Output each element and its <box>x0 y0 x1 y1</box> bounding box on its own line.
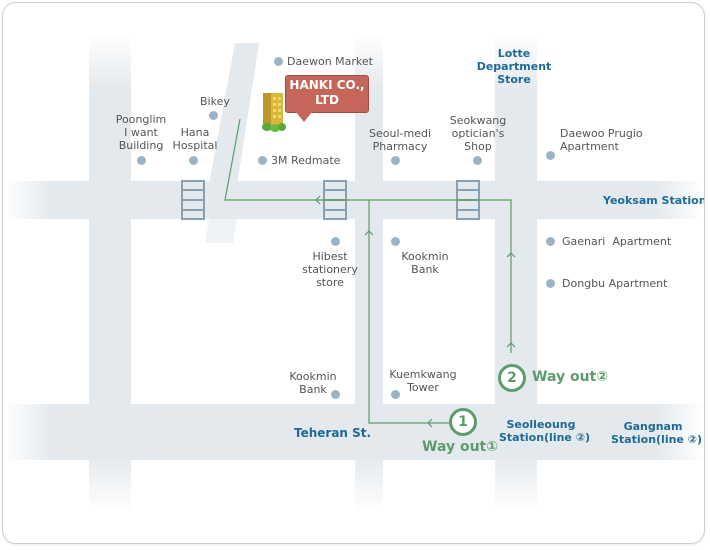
company-name-line2: LTD <box>315 93 339 107</box>
poi-dot-daewon-market <box>274 57 283 66</box>
label-lotte: Lotte Department Store <box>475 47 553 86</box>
road-diagonal <box>209 43 259 185</box>
label-poonglim: Poonglim I want Building <box>109 113 173 152</box>
label-kookmin-top-line1: Kookmin <box>401 250 449 263</box>
label-poonglim-line3: Building <box>118 139 164 152</box>
label-poonglim-line1: Poonglim <box>115 113 167 126</box>
label-seokwang-line2: optician's <box>451 127 505 140</box>
label-hibest: Hibest stationery store <box>295 250 365 289</box>
poi-dot-kookmin-top <box>391 237 400 246</box>
label-teheran-st: Teheran St. <box>294 426 372 440</box>
label-dongbu: Dongbu Apartment <box>562 277 668 290</box>
label-seoul-medi-line1: Seoul-medi <box>369 127 431 140</box>
label-kuemkwang-line2: Tower <box>407 381 439 394</box>
poi-dot-redmate <box>258 156 267 165</box>
label-kookmin-top: Kookmin Bank <box>395 250 455 276</box>
label-kookmin-bottom-line2: Bank <box>299 383 327 396</box>
poi-dot-poonglim <box>137 156 146 165</box>
company-callout: HANKI CO., LTD <box>285 75 369 122</box>
label-lotte-line2: Department <box>476 60 552 73</box>
label-daewoo-line1: Daewoo Prugio <box>560 127 643 140</box>
label-lotte-line1: Lotte <box>497 47 531 60</box>
label-way-out-1: Way out① <box>422 439 499 455</box>
poi-dot-dongbu <box>546 279 555 288</box>
poi-dot-gaenari <box>546 237 555 246</box>
exit-2-marker: 2 <box>498 364 526 392</box>
label-bikey: Bikey <box>200 95 230 108</box>
label-hibest-line1: Hibest <box>312 250 348 263</box>
poi-dot-hana <box>189 156 198 165</box>
route-exit1 <box>368 200 451 424</box>
label-gaenari: Gaenari Apartment <box>562 235 672 248</box>
poi-dot-hibest <box>331 237 340 246</box>
poi-dot-seoul-medi <box>391 156 400 165</box>
label-daewon-market: Daewon Market <box>287 55 373 68</box>
label-gangnam-line1: Gangnam <box>623 420 683 433</box>
label-redmate: 3M Redmate <box>271 154 341 167</box>
label-kuemkwang: Kuemkwang Tower <box>385 368 461 394</box>
poi-dot-daewoo <box>546 151 555 160</box>
label-hana: Hana Hospital <box>167 126 223 152</box>
label-seolleoung-station: Seolleoung Station(line ②) <box>499 418 591 444</box>
label-lotte-line3: Store <box>497 73 531 86</box>
label-poonglim-line2: I want <box>124 126 158 139</box>
label-seolleoung-line1: Seolleoung <box>506 418 576 431</box>
poi-dot-bikey <box>209 111 218 120</box>
label-daewoo: Daewoo Prugio Apartment <box>560 127 643 153</box>
label-gangnam-station: Gangnam Station(line ②) <box>611 420 703 446</box>
label-daewoo-line2: Apartment <box>560 140 619 153</box>
label-yeoksam-station: Yeoksam Station <box>603 194 705 207</box>
route-main <box>224 118 512 353</box>
label-kookmin-top-line2: Bank <box>411 263 439 276</box>
route-lines <box>224 118 516 428</box>
label-seoul-medi-line2: Pharmacy <box>372 140 428 153</box>
label-kookmin-bottom-line1: Kookmin <box>289 370 337 383</box>
crosswalk-1 <box>181 180 205 220</box>
label-seokwang-line1: Seokwang <box>449 114 507 127</box>
label-way-out-2: Way out② <box>532 369 609 385</box>
label-hana-line1: Hana <box>180 126 210 139</box>
label-hana-line2: Hospital <box>172 139 218 152</box>
road-vertical-4 <box>495 33 537 513</box>
company-name-line1: HANKI CO., <box>289 78 365 92</box>
label-seokwang: Seokwang optician's Shop <box>443 114 513 153</box>
map-frame: HANKI CO., LTD Daewon Market Lotte Depar… <box>2 2 705 544</box>
poi-dot-kuemkwang <box>391 390 400 399</box>
exit-1-marker: 1 <box>449 408 477 436</box>
road-vertical-1 <box>89 33 131 513</box>
building-icon <box>261 89 287 133</box>
map-canvas <box>3 33 704 513</box>
label-hibest-line2: stationery <box>302 263 358 276</box>
label-seoul-medi: Seoul-medi Pharmacy <box>365 127 435 153</box>
label-gangnam-line2: Station(line ②) <box>611 433 703 446</box>
label-hibest-line3: store <box>316 276 344 289</box>
poi-dot-seokwang <box>473 156 482 165</box>
label-seolleoung-line2: Station(line ②) <box>499 431 591 444</box>
label-seokwang-line3: Shop <box>464 140 492 153</box>
label-kookmin-bottom: Kookmin Bank <box>283 370 343 396</box>
label-kuemkwang-line1: Kuemkwang <box>389 368 457 381</box>
poi-dot-kookmin-bottom <box>331 390 340 399</box>
roads <box>3 33 704 513</box>
